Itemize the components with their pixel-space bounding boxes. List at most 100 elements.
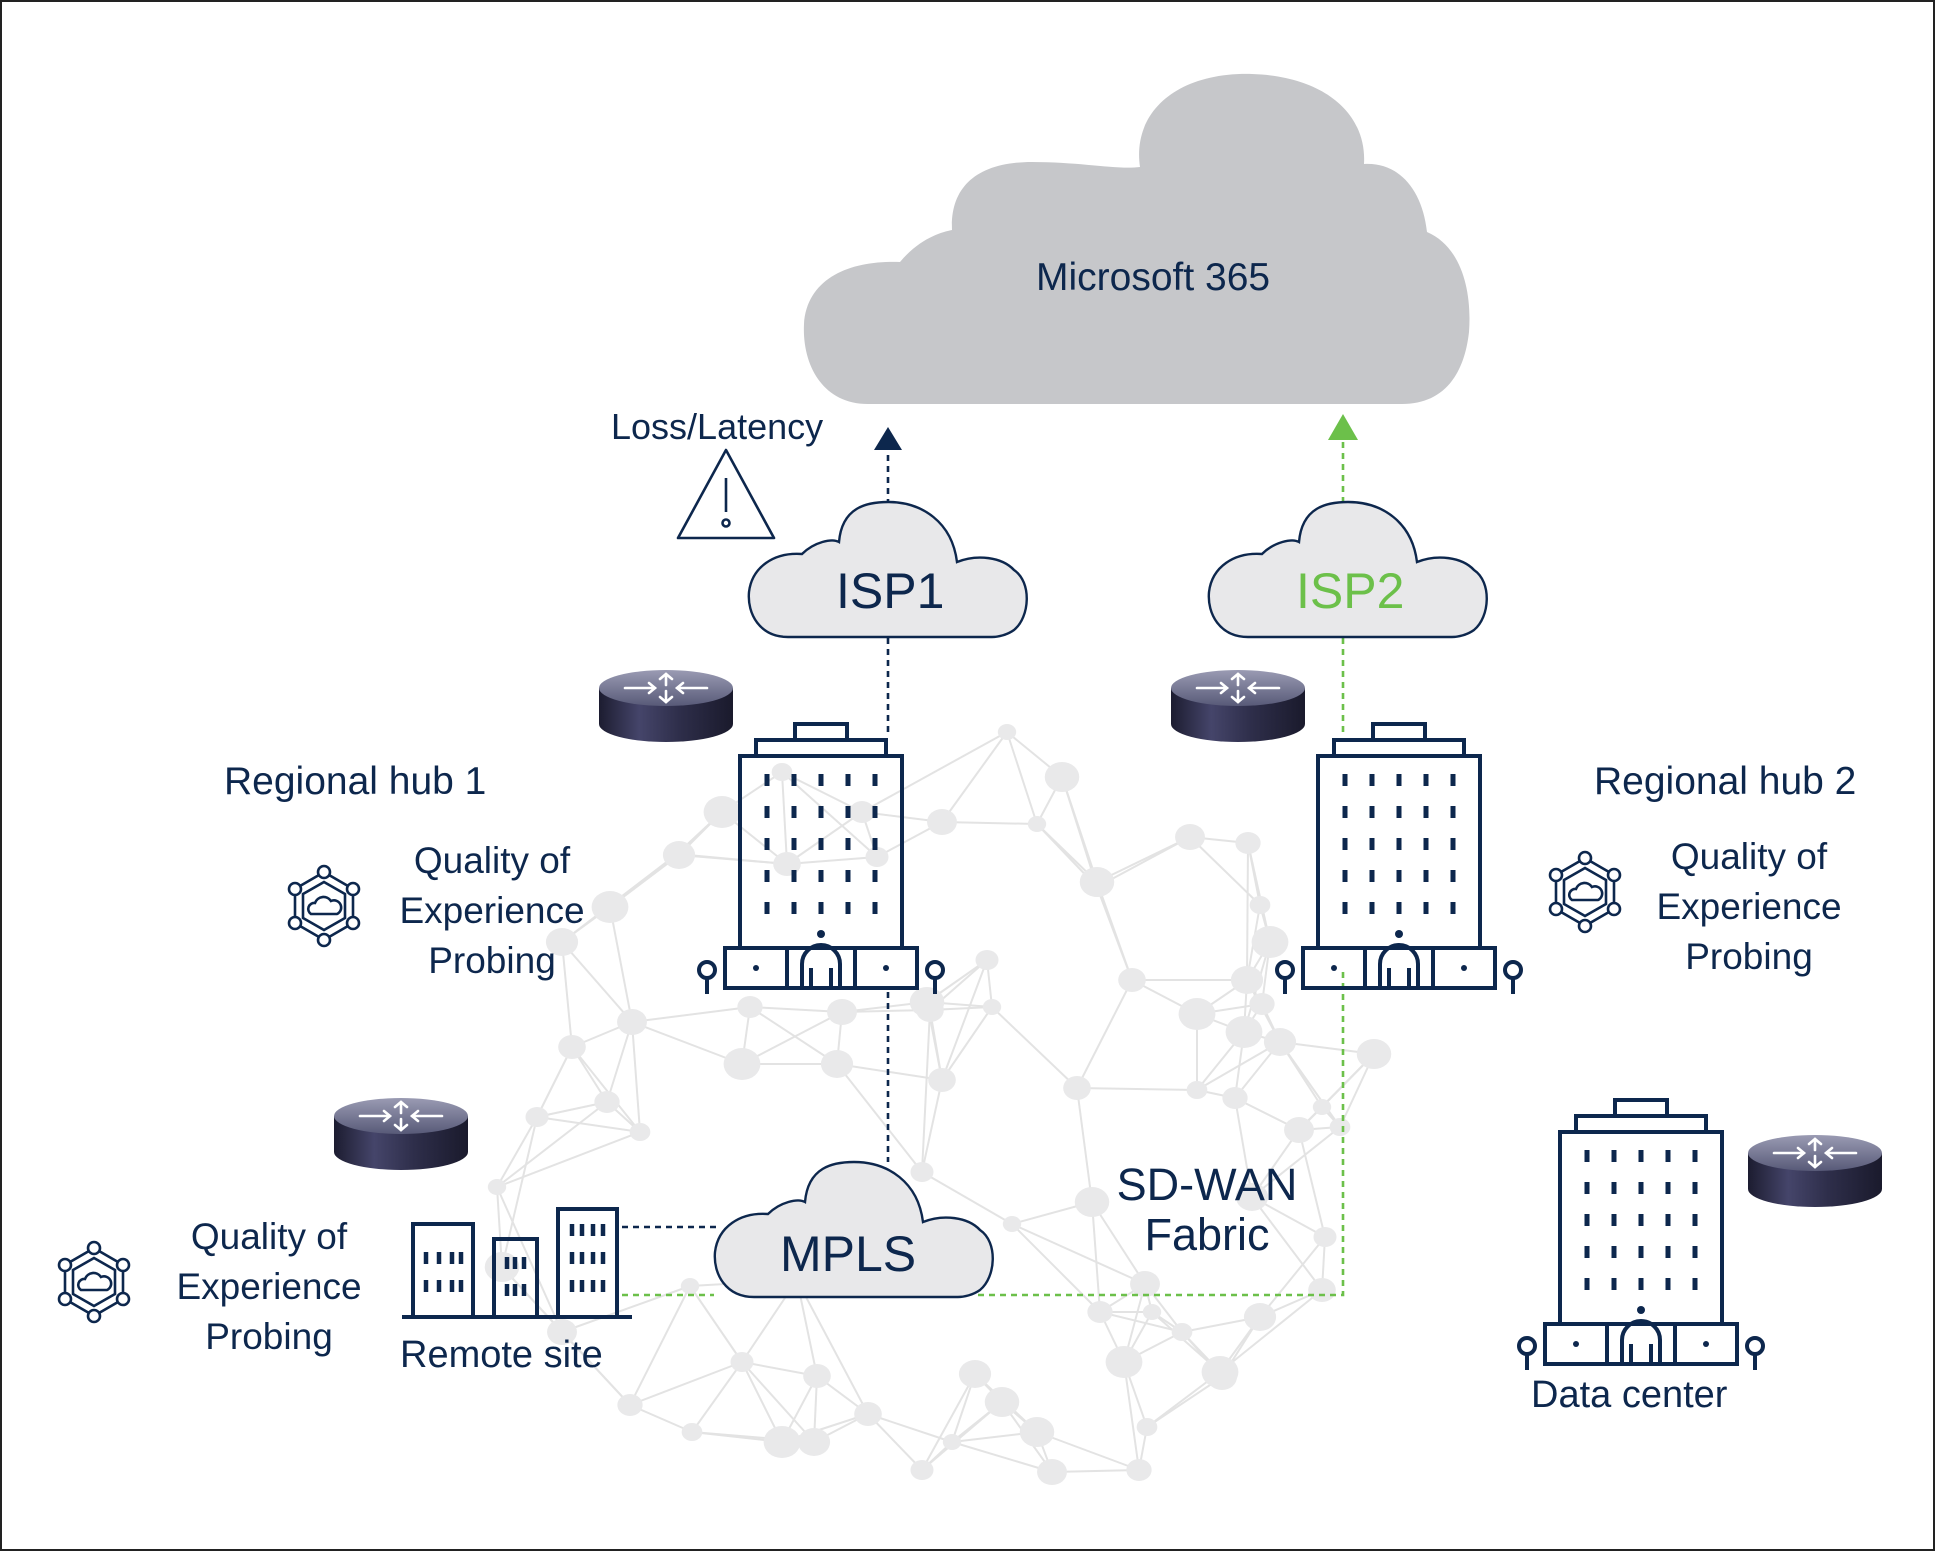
mesh-link [741, 1011, 843, 1065]
router-icon-datacenter [1746, 1133, 1884, 1209]
mesh-node [629, 1123, 651, 1141]
mpls-cloud [713, 1160, 994, 1299]
mesh-link [861, 731, 1008, 813]
mesh-node [487, 1179, 507, 1195]
mesh-link [921, 1009, 931, 1173]
qoe-line-2: Experience [399, 890, 585, 931]
mesh-link [1279, 1041, 1341, 1128]
mesh-node [797, 1428, 831, 1456]
mesh-node [1087, 1301, 1113, 1323]
mesh-link [629, 1285, 691, 1406]
mesh-link [1196, 1041, 1281, 1091]
mesh-link [781, 771, 788, 865]
mesh-node [1312, 1099, 1332, 1115]
mesh-node [1085, 877, 1109, 897]
mesh-link [496, 1116, 538, 1188]
mesh-link [561, 941, 633, 1023]
mesh-link [1006, 731, 1038, 825]
mesh-link [941, 959, 988, 1081]
isp2-label: ISP2 [1296, 563, 1405, 619]
mesh-link [991, 1006, 1078, 1089]
mesh-link [1096, 886, 1133, 981]
mesh-link [749, 1006, 843, 1013]
qoe-probing-label-hub2: Quality of Experience Probing [1639, 832, 1859, 982]
mesh-node [1019, 1417, 1055, 1447]
mesh-node [1002, 1216, 1022, 1232]
mesh-node [730, 1352, 754, 1372]
mesh-link [1091, 1201, 1101, 1313]
mesh-node [1142, 1304, 1162, 1320]
mesh-node [803, 1364, 831, 1388]
mesh-node [1249, 993, 1275, 1015]
mesh-node [975, 950, 999, 970]
mesh-link [867, 1413, 953, 1443]
mesh-node [910, 1162, 934, 1182]
router-icon-remote [332, 1096, 470, 1172]
qoe-line-3: Probing [205, 1316, 333, 1357]
mesh-link [1234, 1097, 1253, 1198]
mesh-link [629, 1361, 743, 1406]
mesh-link [1011, 1223, 1101, 1313]
loss-latency-label: Loss/Latency [611, 406, 824, 447]
mesh-node [617, 1394, 643, 1416]
isp1-arrowhead [874, 427, 902, 450]
mesh-node [545, 928, 579, 956]
mesh-node [763, 1426, 801, 1458]
qoe-line-3: Probing [1685, 936, 1813, 977]
mesh-node [1044, 762, 1080, 792]
router-icon-hub2 [1169, 668, 1307, 744]
mesh-link [1298, 1129, 1326, 1238]
mesh-node [1178, 998, 1216, 1030]
mesh-node [617, 1009, 647, 1035]
mesh-link [1076, 979, 1133, 1089]
mesh-link [689, 1285, 743, 1363]
router-icon-hub1 [597, 668, 735, 744]
mesh-node [680, 1278, 700, 1294]
mesh-link [1099, 1311, 1183, 1333]
remote-site-building-icon [402, 1207, 632, 1319]
building-icon-hub1 [699, 724, 943, 994]
mesh-link [1123, 1361, 1140, 1471]
mesh-node [1308, 1278, 1336, 1302]
mesh-link [951, 1441, 1053, 1473]
qoe-line-1: Quality of [1670, 836, 1828, 877]
cloud-probe-icon-hub2 [1548, 850, 1622, 934]
mesh-node [681, 1423, 703, 1441]
mesh-node [1263, 1028, 1297, 1056]
mesh-node [1130, 1271, 1160, 1297]
mesh-node [547, 1319, 577, 1345]
regional-hub-2-label: Regional hub 2 [1594, 760, 1857, 803]
mesh-node [1235, 1183, 1269, 1211]
mesh-link [501, 1116, 538, 1268]
mesh-node [854, 1402, 882, 1426]
isp1-cloud [747, 500, 1028, 639]
mesh-node [1136, 1418, 1158, 1436]
mesh-link [741, 1361, 815, 1443]
building-icon-datacenter [1519, 1100, 1763, 1370]
mesh-node [928, 1068, 956, 1092]
microsoft-365-cloud [803, 73, 1470, 404]
qoe-line-3: Probing [428, 940, 556, 981]
mesh-node [820, 1050, 854, 1078]
mesh-node [1230, 966, 1264, 994]
mesh-node [865, 847, 889, 867]
mesh-node [1222, 1087, 1248, 1109]
microsoft-365-label: Microsoft 365 [1036, 256, 1271, 299]
mesh-link [1251, 1126, 1341, 1198]
mesh-node [916, 998, 944, 1022]
mesh-link [1036, 1431, 1140, 1471]
mesh-link [496, 1131, 641, 1188]
fabric-line-1: SD-WAN [1116, 1159, 1298, 1210]
mesh-node [849, 801, 875, 823]
mesh-link [1298, 1053, 1375, 1131]
mesh-link [536, 1046, 573, 1118]
mesh-link [781, 771, 878, 858]
fabric-line-2: Fabric [1144, 1209, 1270, 1260]
mesh-link [676, 853, 788, 865]
isp2-cloud [1207, 500, 1488, 639]
mesh-node [723, 1048, 761, 1080]
isp1-dashed-link [622, 455, 890, 1229]
mesh-node [1186, 1081, 1208, 1099]
